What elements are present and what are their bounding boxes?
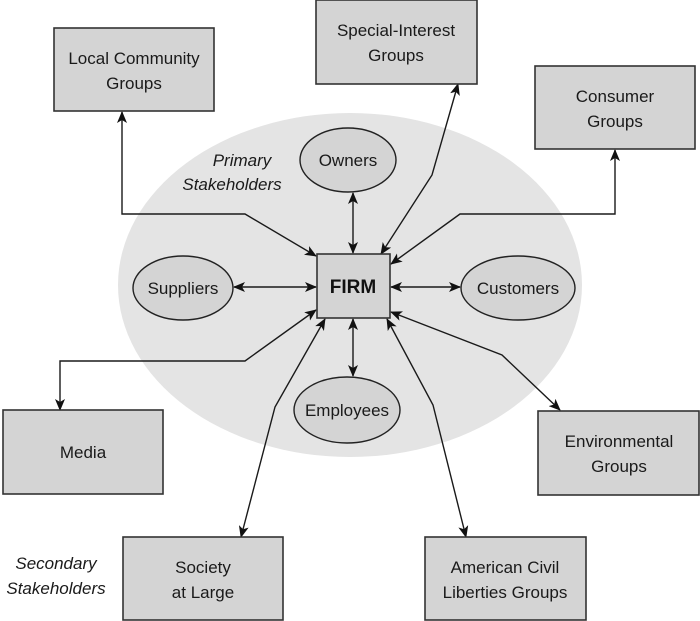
society-label-line2: at Large bbox=[172, 583, 234, 602]
secondary-stakeholders-label-line2: Stakeholders bbox=[6, 579, 106, 598]
aclu-label-line1: American Civil bbox=[451, 558, 560, 577]
consumer-label-line2: Groups bbox=[587, 112, 643, 131]
secondary-node-local-community: Local Community Groups bbox=[53, 27, 215, 112]
secondary-node-media: Media bbox=[2, 409, 164, 495]
environmental-label-line2: Groups bbox=[591, 457, 647, 476]
secondary-node-aclu: American Civil Liberties Groups bbox=[424, 536, 587, 621]
secondary-node-environmental: Environmental Groups bbox=[537, 410, 700, 496]
connector-local-community bbox=[117, 111, 317, 257]
secondary-node-society: Society at Large bbox=[122, 536, 284, 621]
connector-society bbox=[238, 318, 326, 538]
secondary-node-consumer: Consumer Groups bbox=[534, 65, 696, 150]
primary-node-customers: Customers bbox=[460, 255, 576, 321]
primary-node-owners: Owners bbox=[299, 127, 397, 193]
primary-node-suppliers: Suppliers bbox=[132, 255, 234, 321]
suppliers-label: Suppliers bbox=[148, 279, 219, 298]
connector-aclu bbox=[386, 318, 469, 538]
media-label: Media bbox=[60, 443, 107, 462]
owners-label: Owners bbox=[319, 151, 378, 170]
society-label-line1: Society bbox=[175, 558, 231, 577]
firm-label: FIRM bbox=[330, 277, 376, 298]
firm-node: FIRM bbox=[316, 253, 391, 319]
connector-consumer bbox=[390, 149, 620, 265]
secondary-node-special-interest: Special-Interest Groups bbox=[315, 0, 478, 85]
primary-node-employees: Employees bbox=[293, 376, 401, 444]
primary-stakeholders-label-line2: Stakeholders bbox=[182, 175, 282, 194]
local-community-label-line1: Local Community bbox=[68, 49, 200, 68]
special-interest-label-line2: Groups bbox=[368, 46, 424, 65]
customers-label: Customers bbox=[477, 279, 559, 298]
aclu-label-line2: Liberties Groups bbox=[443, 583, 568, 602]
secondary-stakeholders-label-line1: Secondary bbox=[15, 554, 98, 573]
employees-label: Employees bbox=[305, 401, 389, 420]
environmental-label-line1: Environmental bbox=[565, 432, 674, 451]
primary-stakeholders-label-line1: Primary bbox=[213, 151, 273, 170]
connectors bbox=[55, 83, 620, 538]
consumer-label-line1: Consumer bbox=[576, 87, 655, 106]
special-interest-label-line1: Special-Interest bbox=[337, 21, 455, 40]
local-community-label-line2: Groups bbox=[106, 74, 162, 93]
